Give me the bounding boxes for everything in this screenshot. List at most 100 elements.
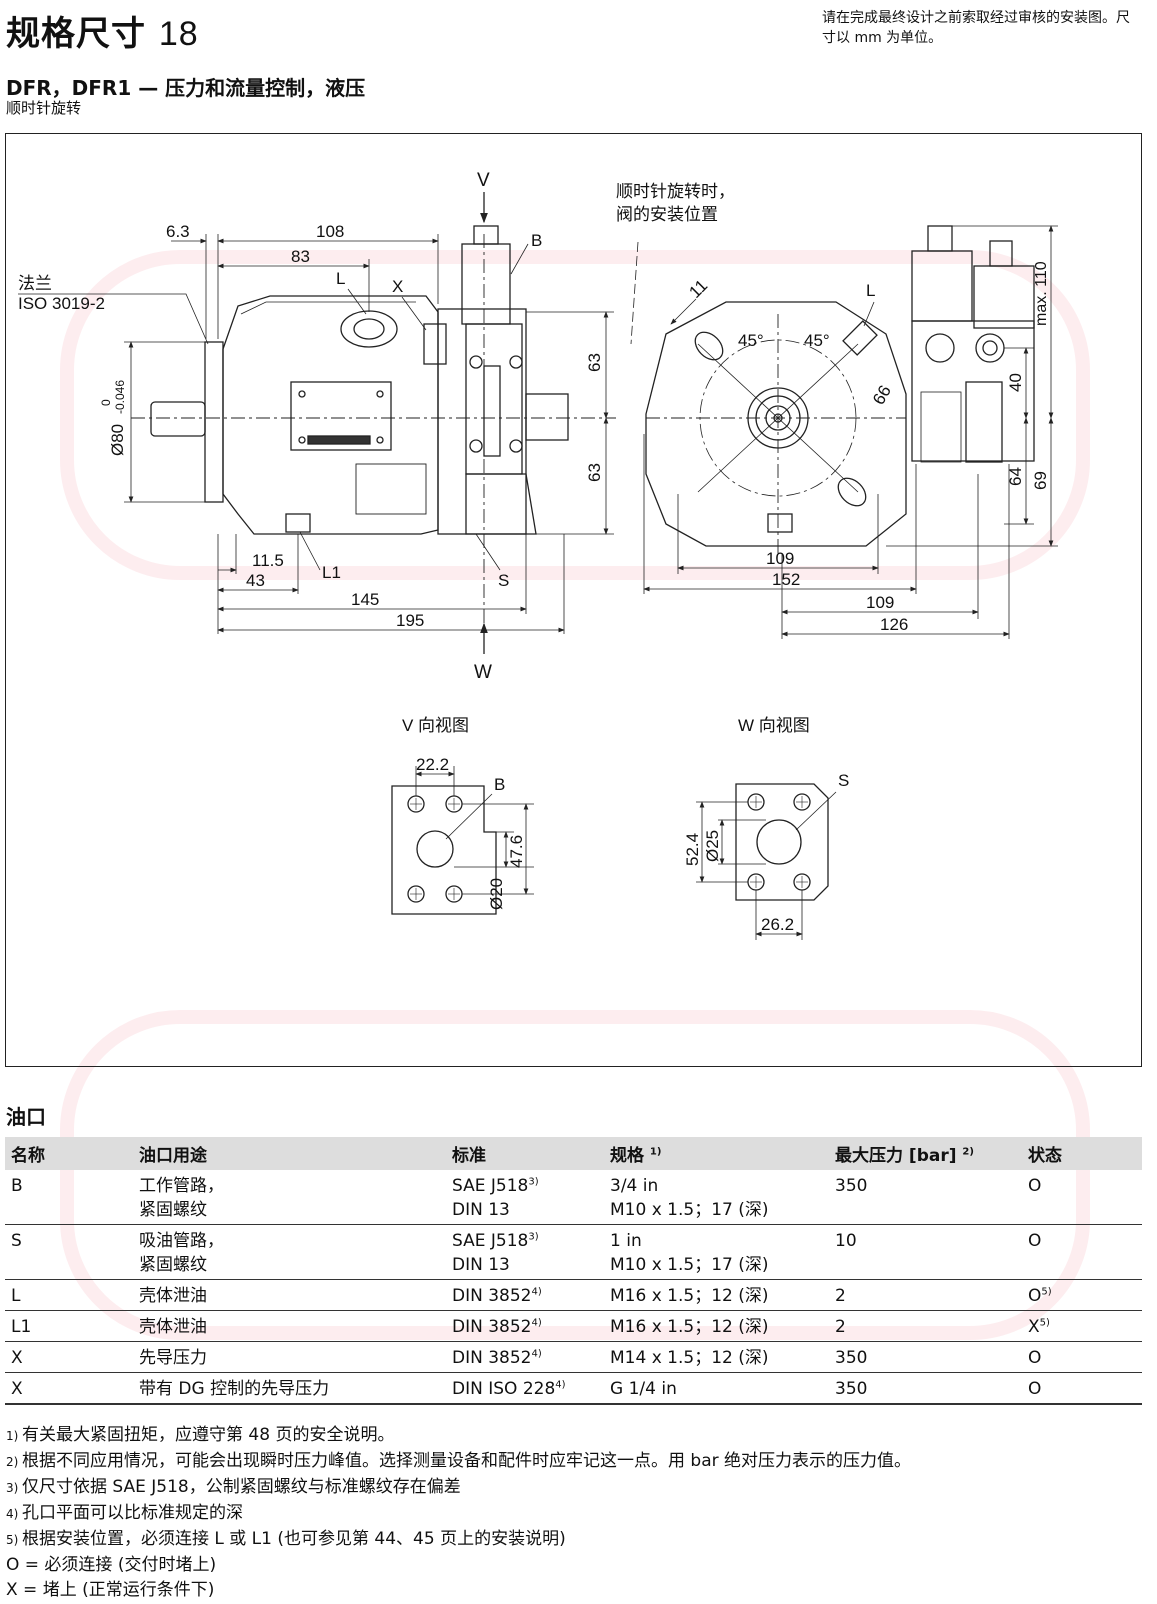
footnote: 5)根据安装位置，必须连接 L 或 L1 (也可参见第 44、45 页上的安装说… bbox=[6, 1529, 566, 1549]
dim-40: 40 bbox=[1006, 373, 1025, 392]
dim-109-valve: 109 bbox=[866, 593, 894, 612]
dim-66: 66 bbox=[869, 382, 895, 408]
port-pressure: 350 bbox=[829, 1372, 1022, 1405]
dim-64: 64 bbox=[1006, 467, 1025, 486]
legend-x: X = 堵上 (正常运行条件下) bbox=[6, 1580, 215, 1600]
col-standard: 标准 bbox=[446, 1137, 604, 1170]
table-row: L1 壳体泄油 DIN 38524) M16 x 1.5；12 (深) 2 X5… bbox=[5, 1310, 1142, 1342]
front-view: 顺时针旋转时， 阀的安装位置 bbox=[616, 182, 1058, 639]
port-name: L1 bbox=[5, 1310, 133, 1342]
port-status: O bbox=[1022, 1372, 1142, 1405]
marker-w: W bbox=[474, 662, 492, 683]
dim-11: 11 bbox=[685, 276, 711, 302]
dim-22-2: 22.2 bbox=[416, 755, 449, 774]
dim-108: 108 bbox=[316, 222, 344, 241]
port-use: 先导压力 bbox=[133, 1341, 446, 1373]
port-spec: M16 x 1.5；12 (深) bbox=[604, 1279, 829, 1311]
view-w-title: W 向视图 bbox=[738, 716, 810, 735]
dim-109-front: 109 bbox=[766, 549, 794, 568]
port-name: B bbox=[5, 1170, 133, 1225]
port-pressure: 10 bbox=[829, 1224, 1022, 1280]
footnote: 4)孔口平面可以比标准规定的深 bbox=[6, 1503, 243, 1523]
marker-l1: L1 bbox=[322, 563, 341, 582]
dim-126: 126 bbox=[880, 615, 908, 634]
dim-63-lower: 63 bbox=[585, 463, 604, 482]
view-v-marker-b: B bbox=[494, 775, 505, 794]
table-row: X 先导压力 DIN 38524) M14 x 1.5；12 (深) 350 O bbox=[5, 1341, 1142, 1373]
port-spec: G 1/4 in bbox=[604, 1372, 829, 1405]
dim-43: 43 bbox=[246, 571, 265, 590]
rotation-label: 顺时针旋转 bbox=[6, 99, 82, 117]
port-name: X bbox=[5, 1372, 133, 1405]
view-v: V 向视图 22.2 B 47.6 Ø20 bbox=[391, 716, 534, 915]
ports-heading: 油口 bbox=[6, 1105, 46, 1129]
dim-45-right: 45° bbox=[804, 331, 830, 350]
flange-label: 法兰 bbox=[18, 274, 52, 293]
table-header-row: 名称 油口用途 标准 规格 1) 最大压力 [bar] 2) 状态 bbox=[5, 1137, 1142, 1170]
view-w: W 向视图 S 52.4 Ø25 26.2 bbox=[683, 716, 849, 940]
col-pressure: 最大压力 [bar] 2) bbox=[829, 1137, 1022, 1170]
port-use: 工作管路，紧固螺纹 bbox=[133, 1170, 446, 1225]
port-use: 吸油管路，紧固螺纹 bbox=[133, 1224, 446, 1280]
port-standard: SAE J5183)DIN 13 bbox=[446, 1170, 604, 1225]
dim-195: 195 bbox=[396, 611, 424, 630]
port-standard: DIN 38524) bbox=[446, 1310, 604, 1342]
col-status: 状态 bbox=[1022, 1137, 1142, 1170]
dim-6-3: 6.3 bbox=[166, 222, 190, 241]
table-row: X 带有 DG 控制的先导压力 DIN ISO 2284) G 1/4 in 3… bbox=[5, 1372, 1142, 1405]
dim-83: 83 bbox=[291, 247, 310, 266]
clockwise-label-1: 顺时针旋转时， bbox=[616, 182, 735, 201]
port-status: O bbox=[1022, 1341, 1142, 1373]
col-spec: 规格 1) bbox=[604, 1137, 829, 1170]
col-name: 名称 bbox=[5, 1137, 133, 1170]
port-standard: DIN 38524) bbox=[446, 1279, 604, 1311]
page-title: 规格尺寸 18 bbox=[6, 14, 199, 54]
dim-69: 69 bbox=[1031, 471, 1050, 490]
dim-max-110: max. 110 bbox=[1033, 261, 1050, 326]
port-spec: M14 x 1.5；12 (深) bbox=[604, 1341, 829, 1373]
marker-l-front: L bbox=[866, 281, 875, 300]
dim-45-left: 45° bbox=[738, 331, 764, 350]
port-spec: M16 x 1.5；12 (深) bbox=[604, 1310, 829, 1342]
flange-standard: ISO 3019-2 bbox=[18, 294, 105, 313]
dim-d80-tol-up: 0 bbox=[99, 399, 113, 406]
port-standard: SAE J5183)DIN 13 bbox=[446, 1224, 604, 1280]
port-standard: DIN ISO 2284) bbox=[446, 1372, 604, 1405]
marker-x: X bbox=[392, 277, 403, 296]
footnotes: 1)有关最大紧固扭矩，应遵守第 48 页的安全说明。 2)根据不同应用情况，可能… bbox=[6, 1423, 911, 1603]
page-subtitle: DFR，DFR1 — 压力和流量控制，液压 bbox=[6, 76, 366, 100]
dim-145: 145 bbox=[351, 590, 379, 609]
view-w-marker-s: S bbox=[838, 771, 849, 790]
port-status: O bbox=[1022, 1170, 1142, 1225]
clockwise-label-2: 阀的安装位置 bbox=[616, 205, 718, 224]
dim-63-upper: 63 bbox=[585, 353, 604, 372]
port-name: L bbox=[5, 1279, 133, 1311]
dim-d80-tol-low: -0.046 bbox=[113, 380, 127, 414]
footnote: 1)有关最大紧固扭矩，应遵守第 48 页的安全说明。 bbox=[6, 1425, 395, 1445]
col-use: 油口用途 bbox=[133, 1137, 446, 1170]
port-name: X bbox=[5, 1341, 133, 1373]
legend-o: O = 必须连接 (交付时堵上) bbox=[6, 1555, 217, 1575]
port-use: 带有 DG 控制的先导压力 bbox=[133, 1372, 446, 1405]
port-status: X5) bbox=[1022, 1310, 1142, 1342]
view-v-title: V 向视图 bbox=[402, 716, 469, 735]
dim-47-6: 47.6 bbox=[507, 835, 526, 868]
port-name: S bbox=[5, 1224, 133, 1280]
marker-b: B bbox=[531, 231, 542, 250]
port-standard: DIN 38524) bbox=[446, 1341, 604, 1373]
port-pressure: 350 bbox=[829, 1341, 1022, 1373]
port-status: O5) bbox=[1022, 1279, 1142, 1311]
marker-s: S bbox=[498, 571, 509, 590]
dim-152: 152 bbox=[772, 570, 800, 589]
side-view: 6.3 108 83 Ø80 0 -0.046 法兰 ISO 3019-2 V … bbox=[18, 170, 616, 683]
dim-d80: Ø80 bbox=[108, 424, 127, 456]
dim-52-4: 52.4 bbox=[683, 833, 702, 866]
ports-table: 名称 油口用途 标准 规格 1) 最大压力 [bar] 2) 状态 B 工作管路… bbox=[5, 1137, 1142, 1405]
marker-l: L bbox=[336, 269, 345, 288]
dim-d25: Ø25 bbox=[703, 830, 722, 862]
port-pressure: 2 bbox=[829, 1279, 1022, 1311]
